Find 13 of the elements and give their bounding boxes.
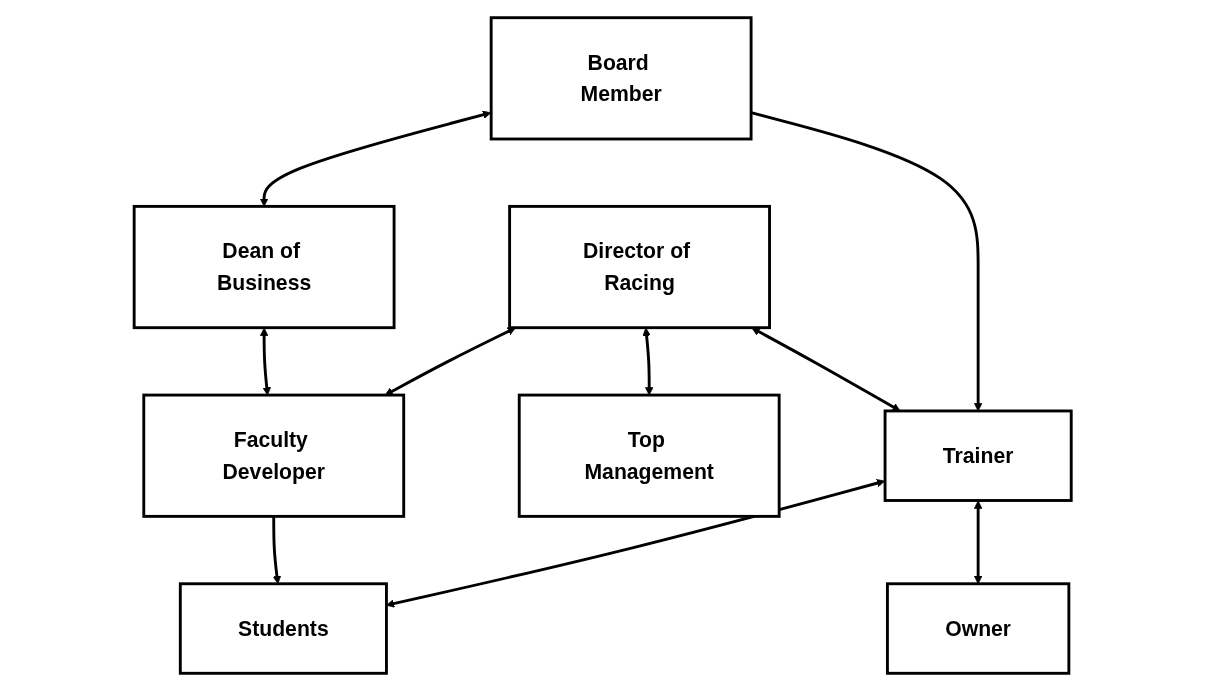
arrow [260,327,272,396]
arrow [386,479,886,608]
node-box: Owner [886,582,1071,675]
arrow [642,327,654,396]
arrow [260,110,492,207]
node-box: Faculty Developer [142,393,406,518]
node-box: Trainer [883,409,1073,502]
node-box: Students [179,582,389,675]
arrow [385,327,517,396]
node-box: Director of Racing [508,204,772,330]
node-box: Top Management [518,393,781,518]
node-box: Board Member [490,16,753,141]
node-box: Dean of Business [133,204,396,330]
